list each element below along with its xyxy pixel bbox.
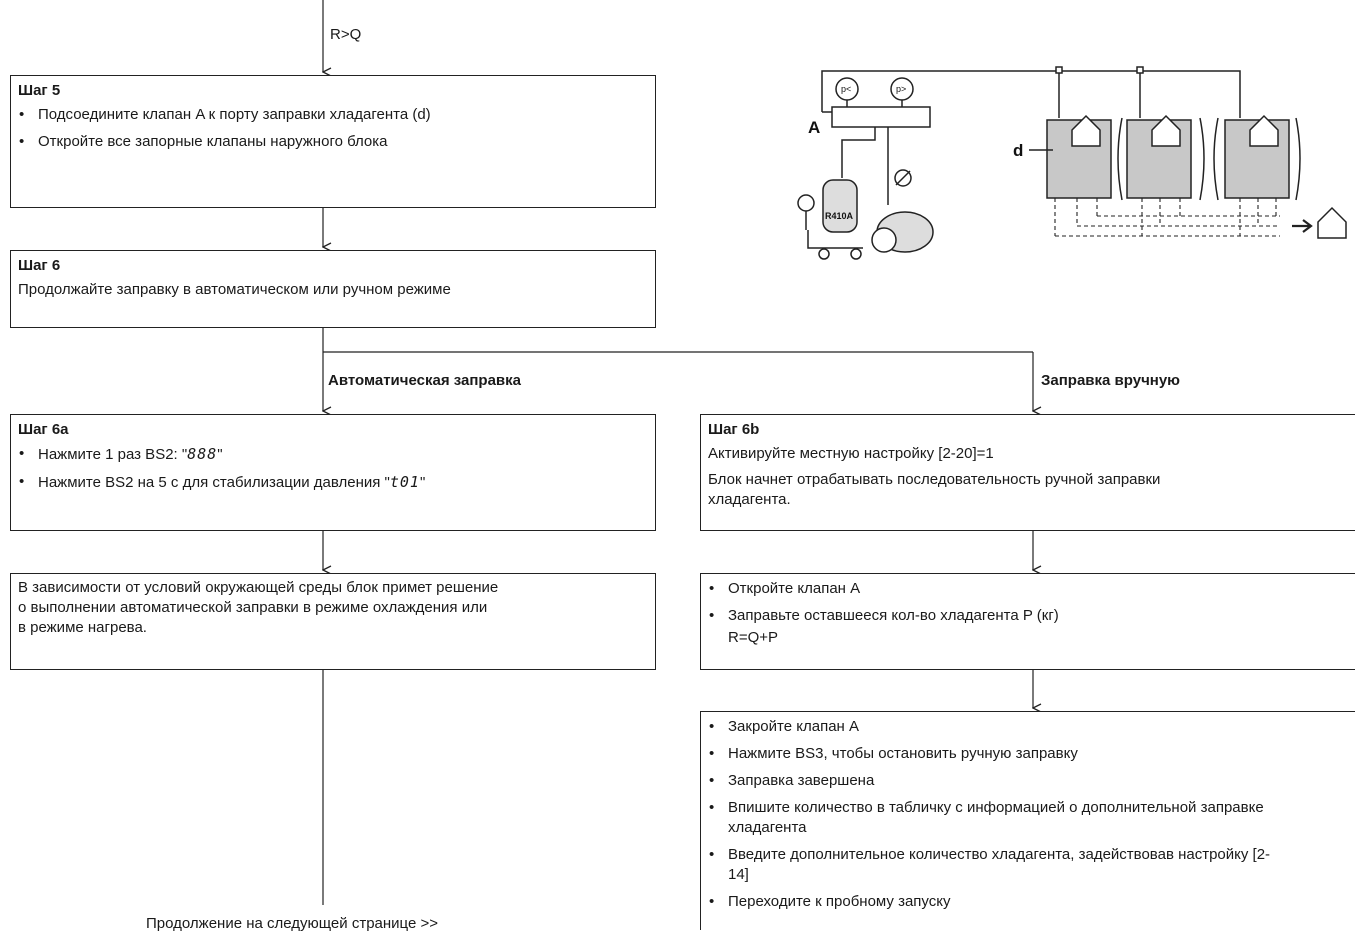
step5-box: Шаг 5 Подсоедините клапан A к порту запр…: [10, 75, 656, 208]
step6a-box: Шаг 6a Нажмите 1 раз BS2: "888" Нажмите …: [10, 414, 656, 531]
step6a-item2-quote: ": [419, 474, 426, 491]
label-a: A: [808, 118, 820, 137]
manual-charge-item: Заправьте оставшееся кол-во хладагента P…: [708, 606, 1348, 626]
step5-title: Шаг 5: [18, 82, 61, 99]
branch-label-manual: Заправка вручную: [1041, 372, 1180, 389]
manual-charge-item: Откройте клапан A: [708, 579, 1348, 599]
branch-label-auto: Автоматическая заправка: [328, 372, 521, 389]
manual-finish-list: Закройте клапан A Нажмите BS3, чтобы ост…: [708, 717, 1348, 912]
manual-finish-item: Заправка завершена: [708, 771, 1348, 791]
display-code-888: 888: [187, 445, 218, 463]
top-condition-label: R>Q: [330, 26, 362, 43]
manual-finish-item: Введите дополнительное количество хладаг…: [708, 845, 1348, 885]
manual-finish-item: Переходите к пробному запуску: [708, 892, 1348, 912]
auto-result-line: в режиме нагрева.: [18, 619, 147, 636]
step6b-box: Шаг 6b Активируйте местную настройку [2-…: [700, 414, 1355, 531]
step6b-line: Блок начнет отрабатывать последовательно…: [708, 471, 1161, 488]
step6-box: Шаг 6 Продолжайте заправку в автоматичес…: [10, 250, 656, 328]
auto-result-line: В зависимости от условий окружающей сред…: [18, 579, 499, 596]
house-icon: [1317, 206, 1347, 239]
cylinder-label: R410A: [825, 211, 854, 221]
manual-finish-item: Закройте клапан A: [708, 717, 1348, 737]
step6a-list: Нажмите 1 раз BS2: "888" Нажмите BS2 на …: [18, 444, 648, 493]
step6b-title: Шаг 6b: [708, 421, 760, 438]
auto-result-box: В зависимости от условий окружающей сред…: [10, 573, 656, 670]
step5-item: Откройте все запорные клапаны наружного …: [18, 132, 648, 152]
continued-note: Продолжение на следующей странице >>: [146, 915, 438, 932]
step6a-item1-quote: ": [217, 446, 223, 463]
gauge-low-label: p<: [841, 84, 851, 94]
formula: R=Q+P: [728, 629, 779, 646]
manifold-body: [831, 106, 931, 128]
manual-finish-box: Закройте клапан A Нажмите BS3, чтобы ост…: [700, 711, 1355, 930]
manual-charge-list: Откройте клапан A Заправьте оставшееся к…: [708, 579, 1348, 626]
step6b-line: Активируйте местную настройку [2-20]=1: [708, 445, 994, 462]
manual-finish-item: Впишите количество в табличку с информац…: [708, 798, 1348, 838]
step6a-title: Шаг 6a: [18, 421, 69, 438]
step6-text: Продолжайте заправку в автоматическом ил…: [18, 281, 451, 298]
step6a-item-press-once: Нажмите 1 раз BS2: "888": [18, 444, 648, 465]
step6b-line: хладагента.: [708, 491, 791, 508]
cylinder: [822, 179, 858, 233]
step6-title: Шаг 6: [18, 257, 61, 274]
step5-list: Подсоедините клапан A к порту заправки х…: [18, 105, 648, 152]
step6a-item-press-5s: Нажмите BS2 на 5 с для стабилизации давл…: [18, 472, 648, 493]
gauge-high-label: p>: [896, 84, 906, 94]
step5-item: Подсоедините клапан A к порту заправки х…: [18, 105, 648, 125]
auto-result-line: о выполнении автоматической заправки в р…: [18, 599, 488, 616]
label-d: d: [1013, 141, 1023, 160]
manual-finish-item: Нажмите BS3, чтобы остановить ручную зап…: [708, 744, 1348, 764]
manual-charge-box: Откройте клапан A Заправьте оставшееся к…: [700, 573, 1355, 670]
step6a-item2-text: Нажмите BS2 на 5 с для стабилизации давл…: [38, 474, 390, 491]
display-code-t01: t01: [389, 473, 420, 491]
step6a-item1-text: Нажмите 1 раз BS2: ": [38, 446, 188, 463]
